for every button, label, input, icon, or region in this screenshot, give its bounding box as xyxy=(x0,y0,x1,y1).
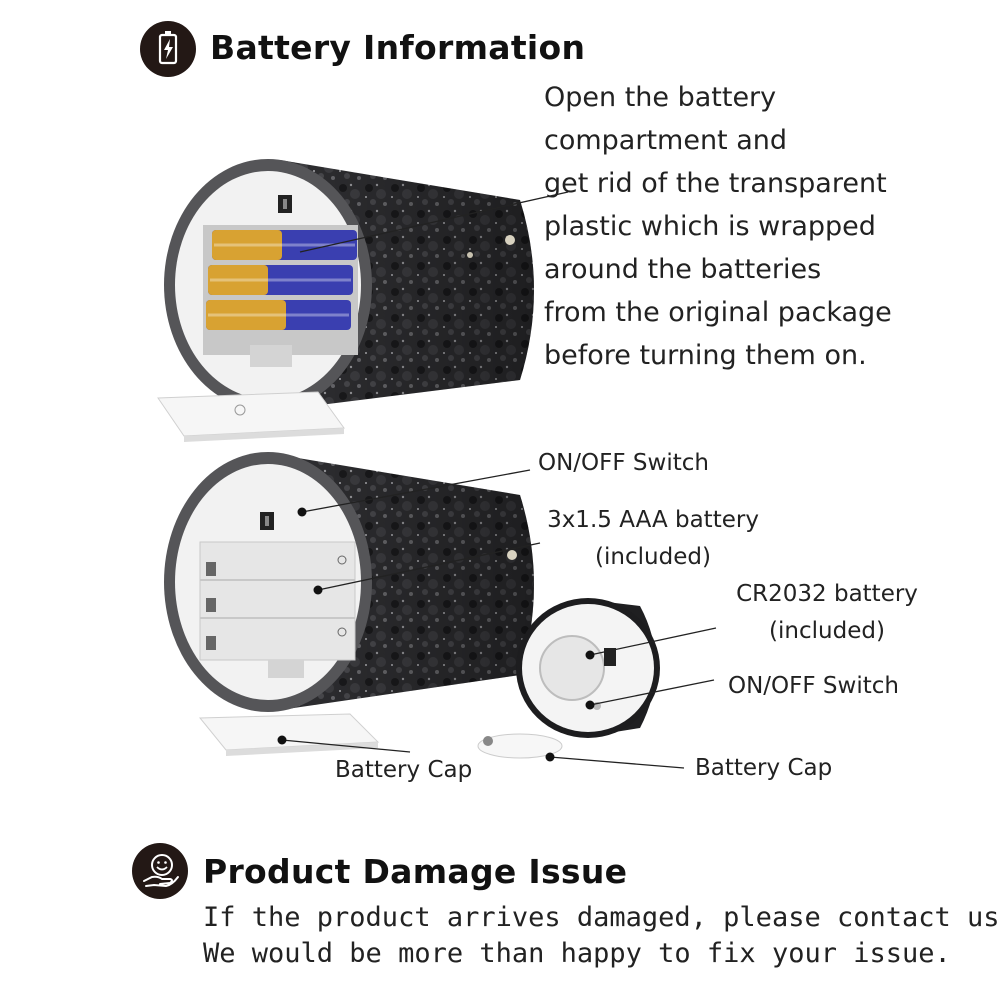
instruction-line: from the original package xyxy=(544,297,892,328)
instruction-line: before turning them on. xyxy=(544,340,867,371)
battery-icon xyxy=(140,21,196,77)
instruction-line: get rid of the transparent xyxy=(544,168,887,199)
damage-section-title: Product Damage Issue xyxy=(203,852,628,891)
label-aaa-battery: 3x1.5 AAA battery (included) xyxy=(538,502,768,576)
label-aaa-battery-line2: (included) xyxy=(595,544,711,570)
label-cr2032-line2: (included) xyxy=(769,618,885,644)
battery-instructions: Open the battery compartment and get rid… xyxy=(544,76,892,377)
instruction-line: plastic which is wrapped xyxy=(544,211,876,242)
label-aaa-battery-line1: 3x1.5 AAA battery xyxy=(547,507,759,533)
candle-empty-compartment xyxy=(164,452,534,756)
instruction-line: Open the battery xyxy=(544,82,777,113)
candle-with-batteries xyxy=(157,159,534,442)
callout-lines xyxy=(281,191,717,769)
damage-message-line: We would be more than happy to fix your … xyxy=(203,938,951,969)
label-on-off-switch-large: ON/OFF Switch xyxy=(538,450,709,476)
label-cr2032-line1: CR2032 battery xyxy=(736,581,918,607)
label-on-off-switch-small: ON/OFF Switch xyxy=(728,673,899,699)
aaa-batteries xyxy=(206,230,357,330)
instruction-line: around the batteries xyxy=(544,254,822,285)
damage-message-line: If the product arrives damaged, please c… xyxy=(203,902,1000,933)
battery-section-title: Battery Information xyxy=(210,28,586,67)
smile-hand-icon xyxy=(132,843,188,899)
damage-message: If the product arrives damaged, please c… xyxy=(203,900,1000,972)
label-cr2032: CR2032 battery (included) xyxy=(722,576,932,650)
label-battery-cap-large: Battery Cap xyxy=(335,757,473,783)
label-battery-cap-small: Battery Cap xyxy=(695,755,833,781)
instruction-line: compartment and xyxy=(544,125,788,156)
